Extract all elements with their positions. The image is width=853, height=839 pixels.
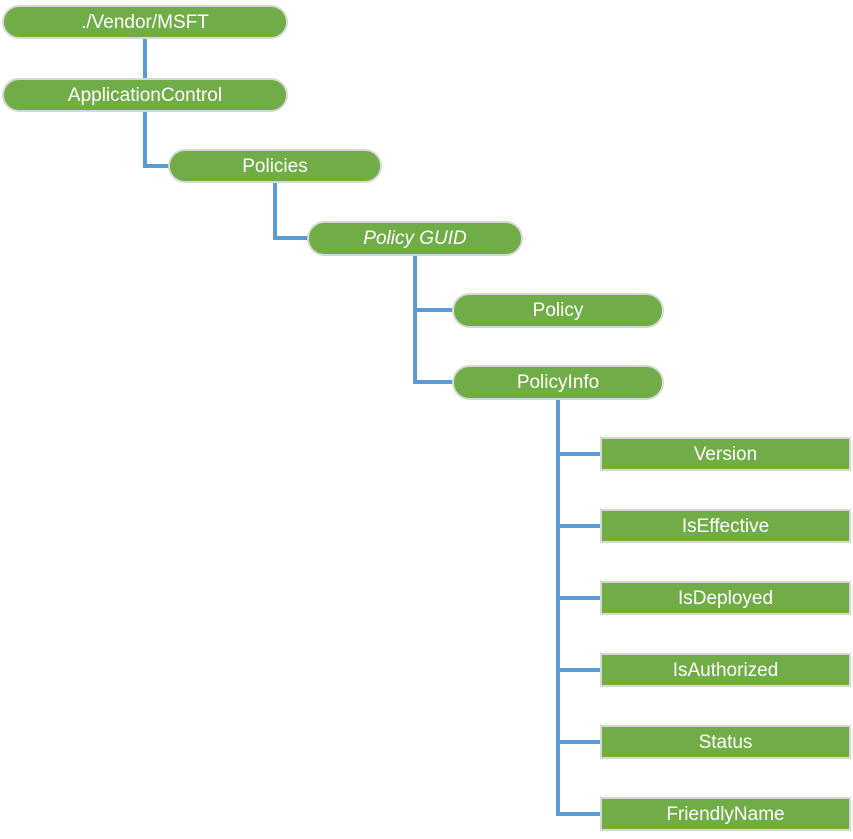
connector-policyinfo-to-status-h — [556, 740, 602, 744]
node-is-authorized: IsAuthorized — [600, 653, 851, 687]
connector-policies-to-policyguid-h — [273, 236, 309, 240]
connector-vendor-to-appcontrol — [143, 38, 147, 80]
connector-policyguid-to-policyinfo-h — [413, 380, 454, 384]
node-is-deployed: IsDeployed — [600, 581, 851, 615]
node-policy-info: PolicyInfo — [452, 365, 664, 400]
node-policy: Policy — [452, 293, 664, 328]
connector-policyinfo-to-friendlyname-h — [556, 812, 602, 816]
connector-policyinfo-trunk-v — [556, 399, 560, 816]
node-friendly-name: FriendlyName — [600, 797, 851, 831]
connector-appcontrol-to-policies-v — [143, 111, 147, 168]
connector-appcontrol-to-policies-h — [143, 164, 171, 168]
node-policy-guid: Policy GUID — [307, 221, 523, 256]
connector-policyguid-trunk-v — [413, 255, 417, 384]
connector-policyinfo-to-isauthorized-h — [556, 668, 602, 672]
node-status: Status — [600, 725, 851, 759]
connector-policyinfo-to-version-h — [556, 452, 602, 456]
connector-policyinfo-to-iseffective-h — [556, 524, 602, 528]
connector-policyinfo-to-isdeployed-h — [556, 596, 602, 600]
node-version: Version — [600, 437, 851, 471]
connector-policyguid-to-policy-h — [413, 308, 454, 312]
connector-policies-to-policyguid-v — [273, 182, 277, 240]
node-application-control: ApplicationControl — [2, 78, 288, 112]
node-vendor-msft: ./Vendor/MSFT — [2, 5, 288, 39]
node-policies: Policies — [168, 149, 382, 183]
node-is-effective: IsEffective — [600, 509, 851, 543]
